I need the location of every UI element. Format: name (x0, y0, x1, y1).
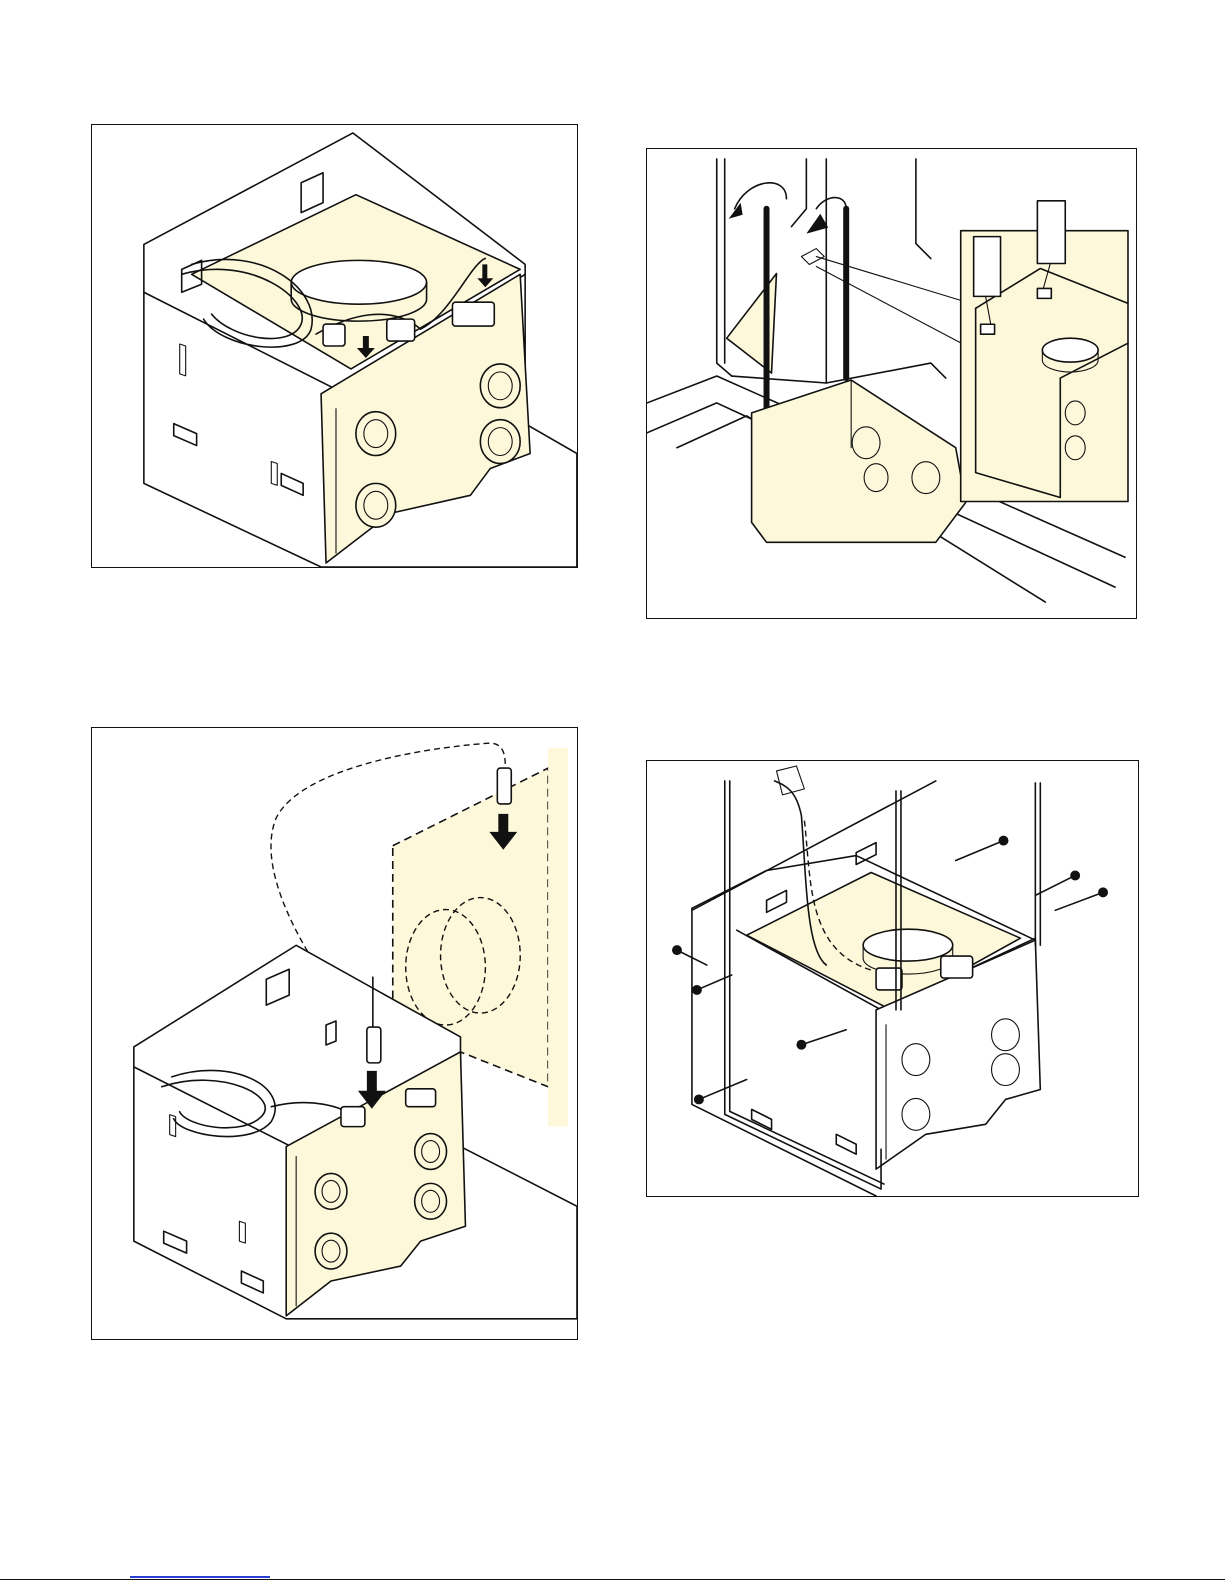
footer-link-underline[interactable] (130, 1576, 270, 1578)
power-cord-connected-in-housing-icon (92, 125, 577, 567)
footer-rule (0, 1579, 1225, 1580)
housing-tab-bending-detail-icon (647, 149, 1136, 618)
figure-3-panel (91, 727, 578, 1340)
housing-screw-mounting-icon (647, 761, 1138, 1196)
connector-insertion-arrow-icon (92, 728, 577, 1339)
figure-1-panel (91, 124, 578, 568)
figure-4-panel (646, 760, 1139, 1197)
figure-2-panel (646, 148, 1137, 619)
